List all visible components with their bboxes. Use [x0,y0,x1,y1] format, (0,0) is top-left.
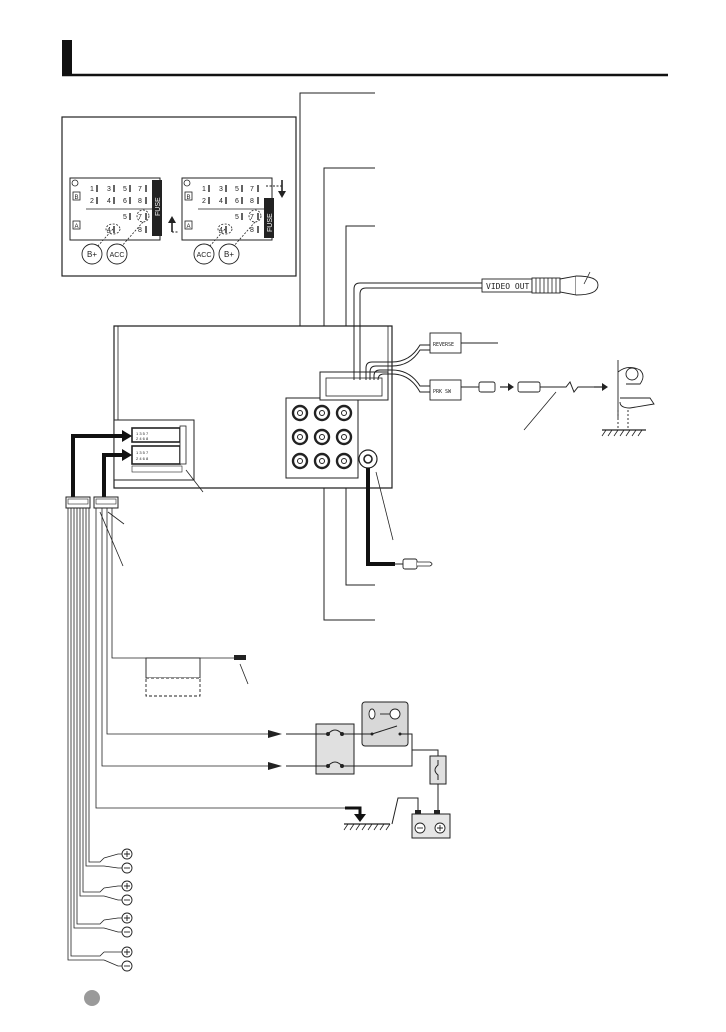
left-connector: B A 1 3 5 7 2 4 6 8 5 7 4 8 [69,177,162,241]
page-bullet-icon [84,990,100,1006]
block-b-label: B [75,195,79,201]
video-out-label: VIDEO OUT [486,282,530,291]
parking-brake-icon [601,360,655,437]
pin-2: 2 [90,198,94,205]
battery-icon [411,810,451,839]
power-arrows [268,730,282,770]
pin-1: 1 [90,186,94,193]
parking-box [429,379,462,401]
pin-5b: 5 [123,214,127,221]
signal-cables [365,342,498,393]
connector-inset: B A 1 3 5 7 2 4 6 8 5 7 4 8 [61,116,297,277]
harness-plugs [65,496,125,567]
pin-8: 8 [138,198,142,205]
accessory-unit [145,655,249,697]
pin-4b: 4 [219,227,223,234]
pin-5b: 5 [235,214,239,221]
block-a-label: A [187,224,191,230]
speaker-terminals [103,848,133,972]
head-unit: 1 3 5 72 4 6 8 1 3 5 72 4 6 8 [113,325,393,489]
antenna-cable [366,468,433,570]
right-connector: B A 1 3 5 7 2 4 6 8 5 7 4 8 [181,177,274,241]
rca-jacks [291,404,378,470]
pin-5: 5 [123,186,127,193]
acc-callout [193,243,215,265]
svg-text:1 3 5 7: 1 3 5 7 [136,431,149,436]
pin-4b: 4 [107,227,111,234]
ground-icon [343,797,419,831]
fuse-block [152,180,162,236]
header-block [62,40,72,76]
reverse-box-label: REVERSE [433,342,454,348]
svg-text:1 3 5 7: 1 3 5 7 [136,450,149,455]
arrow-up-icon [168,216,178,233]
harness-arrows [71,430,204,503]
b-plus-callout [218,243,240,265]
speaker-front-right [103,880,133,906]
fuse-box [286,723,355,775]
block-b-label: B [187,195,191,201]
ignition-key-icon [368,708,401,720]
pin-4: 4 [107,198,111,205]
pin-7b: 7 [138,214,142,221]
speaker-rear-right [103,946,133,972]
block-a-label: A [75,224,79,230]
speaker-front-left [103,848,133,874]
svg-text:2 4 6 8: 2 4 6 8 [136,436,149,441]
pin-5: 5 [235,186,239,193]
b-plus-callout-label-right: B+ [224,250,234,259]
pin-7: 7 [138,186,142,193]
pin-8b: 8 [250,227,254,234]
acc-arrow-icon [268,730,282,738]
wire-bundle [67,508,345,961]
pin-4: 4 [219,198,223,205]
pin-6: 6 [235,198,239,205]
acc-callout-label: ACC [110,252,125,259]
video-out-cable: VIDEO OUT [353,271,599,380]
acc-callout [106,243,128,265]
pin-3: 3 [107,186,111,193]
inline-fuse [429,755,447,814]
fuse-icon [316,729,354,768]
parking-connector [478,381,608,431]
battery-arrow-icon [268,762,282,770]
inset-frame [61,116,297,277]
section-header [62,40,668,77]
speaker-rear-left [103,912,133,938]
pin-2: 2 [202,198,206,205]
ignition-switch [354,701,439,767]
b-plus-callout [81,243,103,265]
arrow-down-icon [266,180,286,198]
acc-callout-label-right: ACC [197,252,212,259]
pin-6: 6 [123,198,127,205]
parking-box-label: PRK SW [433,389,452,395]
fuse-block [264,198,274,238]
reverse-box [429,332,462,354]
pin-8b: 8 [138,227,142,234]
b-plus-callout-label: B+ [87,250,97,259]
fuse-label: FUSE [267,213,274,232]
fuse-label: FUSE [155,197,162,216]
pin-7: 7 [250,186,254,193]
svg-text:2 4 6 8: 2 4 6 8 [136,456,149,461]
pin-7b: 7 [250,214,254,221]
pin-3: 3 [219,186,223,193]
pin-8: 8 [250,198,254,205]
pin-1: 1 [202,186,206,193]
